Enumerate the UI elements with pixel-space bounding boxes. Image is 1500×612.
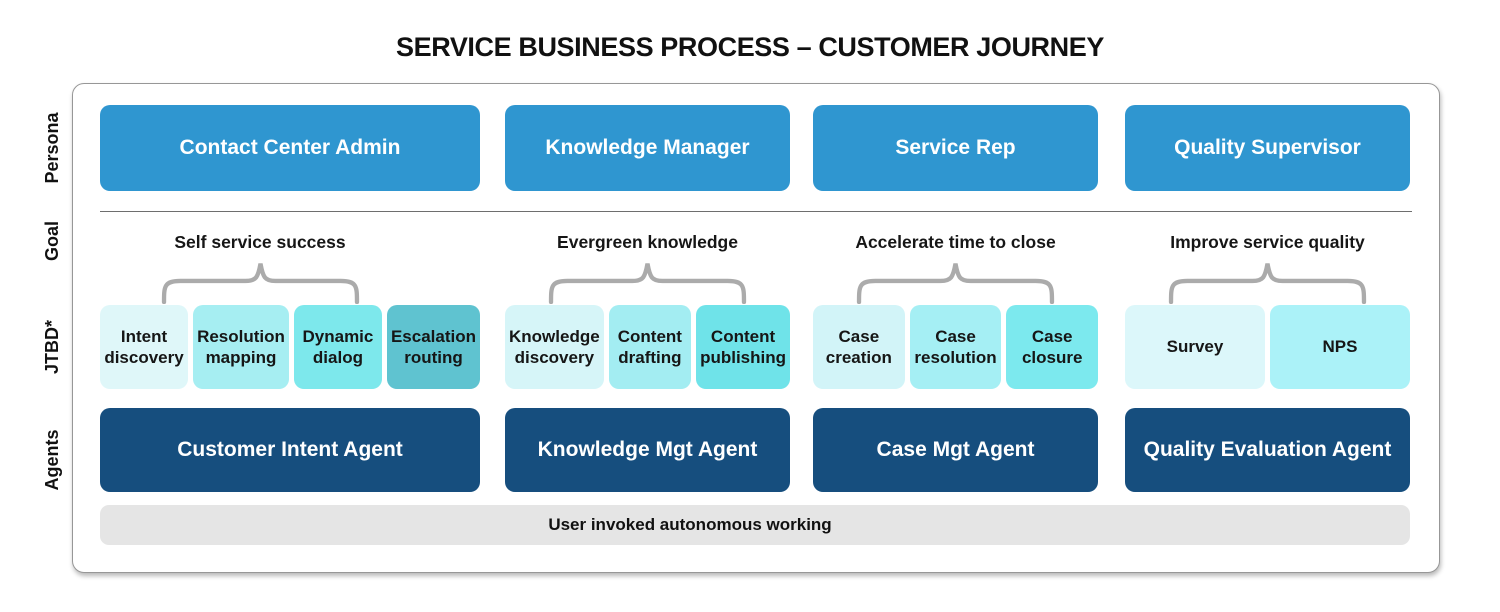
jtbd-box: Knowledge discovery: [505, 305, 604, 389]
jtbd-label: Knowledge discovery: [509, 326, 600, 367]
curly-brace-icon: [161, 263, 359, 304]
persona-label: Knowledge Manager: [545, 136, 750, 159]
goal-block: Improve service quality: [1125, 232, 1410, 304]
agent-box: Case Mgt Agent: [813, 408, 1098, 492]
jtbd-box: Resolution mapping: [193, 305, 289, 389]
jtbd-label: Intent discovery: [104, 326, 184, 367]
jtbd-box: NPS: [1270, 305, 1410, 389]
jtbd-row: Intent discovery Resolution mapping Dyna…: [100, 305, 481, 389]
goal-block: Self service success: [70, 232, 450, 304]
persona-box: Contact Center Admin: [100, 105, 480, 191]
persona-label: Service Rep: [895, 136, 1016, 159]
jtbd-box: Case creation: [813, 305, 905, 389]
jtbd-box: Survey: [1125, 305, 1265, 389]
jtbd-label: Survey: [1166, 337, 1224, 357]
jtbd-box: Intent discovery: [100, 305, 189, 389]
jtbd-label: Escalation routing: [390, 326, 477, 367]
goal-label: Accelerate time to close: [855, 232, 1056, 252]
jtbd-box: Case closure: [1006, 305, 1099, 389]
jtbd-label: Case closure: [1021, 326, 1083, 367]
column-service-rep: Service Rep Accelerate time to close Cas…: [813, 0, 1099, 612]
jtbd-row: Case creation Case resolution Case closu…: [813, 305, 1099, 389]
agent-label: Customer Intent Agent: [177, 438, 403, 461]
goal-label: Evergreen knowledge: [557, 232, 738, 252]
jtbd-row: Knowledge discovery Content drafting Con…: [505, 305, 790, 389]
row-label-agents: Agents: [42, 429, 62, 491]
column-knowledge-manager: Knowledge Manager Evergreen knowledge Kn…: [505, 0, 790, 612]
agent-box: Customer Intent Agent: [100, 408, 480, 492]
column-contact-center-admin: Contact Center Admin Self service succes…: [100, 0, 481, 612]
page-title: SERVICE BUSINESS PROCESS – CUSTOMER JOUR…: [396, 32, 1104, 62]
jtbd-box: Content drafting: [608, 305, 692, 389]
persona-goal-divider: [100, 211, 1412, 212]
persona-box: Quality Supervisor: [1125, 105, 1410, 191]
jtbd-label: Case resolution: [914, 326, 997, 367]
curly-brace-icon: [548, 263, 747, 304]
agent-label: Quality Evaluation Agent: [1143, 438, 1392, 461]
jtbd-row: Survey NPS: [1125, 305, 1410, 389]
curly-brace-icon: [856, 263, 1055, 304]
jtbd-label: Resolution mapping: [197, 326, 285, 367]
agent-box: Quality Evaluation Agent: [1125, 408, 1410, 492]
footer-label: User invoked autonomous working: [548, 515, 832, 534]
goal-block: Evergreen knowledge: [505, 232, 790, 304]
goal-label: Self service success: [174, 232, 346, 252]
jtbd-label: Case creation: [825, 326, 892, 367]
agent-label: Case Mgt Agent: [876, 438, 1035, 461]
goal-block: Accelerate time to close: [813, 232, 1098, 304]
agent-label: Knowledge Mgt Agent: [537, 438, 758, 461]
jtbd-box: Content publishing: [696, 305, 790, 389]
agent-box: Knowledge Mgt Agent: [505, 408, 790, 492]
jtbd-label: Content publishing: [700, 326, 787, 367]
jtbd-box: Escalation routing: [386, 305, 481, 389]
persona-label: Contact Center Admin: [179, 136, 401, 159]
jtbd-label: Content drafting: [617, 326, 682, 367]
persona-label: Quality Supervisor: [1174, 136, 1361, 159]
jtbd-label: NPS: [1322, 337, 1358, 357]
jtbd-box: Dynamic dialog: [293, 305, 382, 389]
persona-box: Service Rep: [813, 105, 1098, 191]
footer-bar: User invoked autonomous working: [100, 505, 1410, 545]
column-quality-supervisor: Quality Supervisor Improve service quali…: [1125, 0, 1410, 612]
curly-brace-icon: [1168, 263, 1367, 304]
persona-box: Knowledge Manager: [505, 105, 790, 191]
jtbd-label: Dynamic dialog: [302, 326, 374, 367]
jtbd-box: Case resolution: [909, 305, 1002, 389]
goal-label: Improve service quality: [1170, 232, 1365, 252]
